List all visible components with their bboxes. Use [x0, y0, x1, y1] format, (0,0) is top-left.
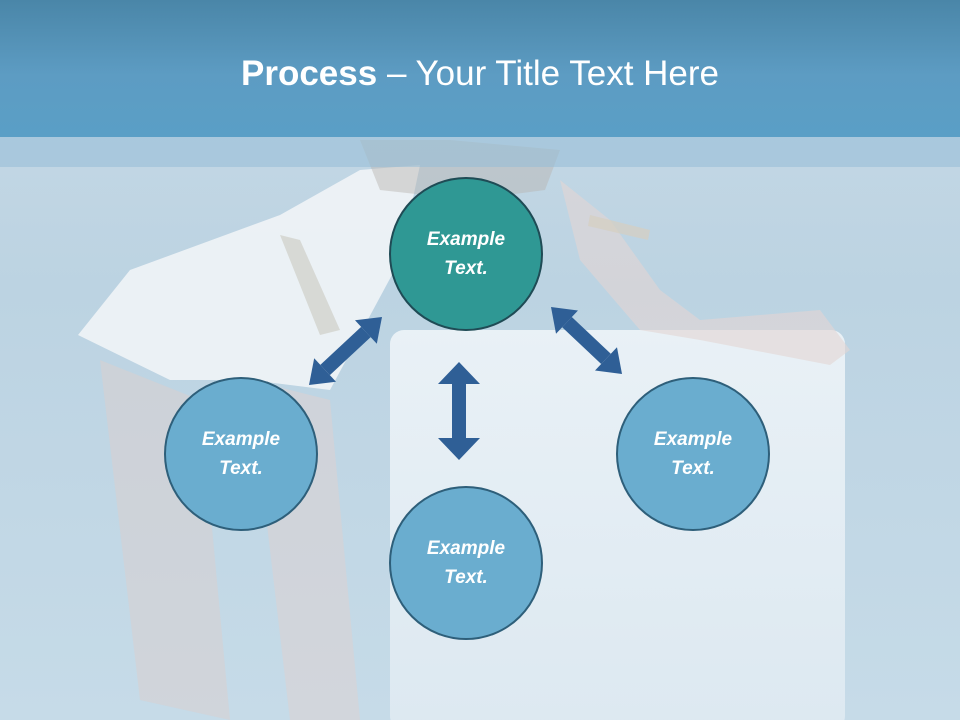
title-band — [0, 137, 960, 167]
node-left-text: Example Text. — [201, 429, 281, 479]
slide-title: Process – Your Title Text Here — [0, 52, 960, 96]
title-bar — [0, 0, 960, 137]
node-bottom: Example Text. — [389, 486, 543, 640]
node-center: Example Text. — [389, 177, 543, 331]
title-rest: – Your Title Text Here — [377, 54, 719, 93]
node-center-text: Example Text. — [426, 229, 506, 279]
node-bottom-text: Example Text. — [426, 538, 506, 588]
node-left: Example Text. — [164, 377, 318, 531]
node-right: Example Text. — [616, 377, 770, 531]
title-bold: Process — [241, 54, 378, 93]
node-right-text: Example Text. — [653, 429, 733, 479]
